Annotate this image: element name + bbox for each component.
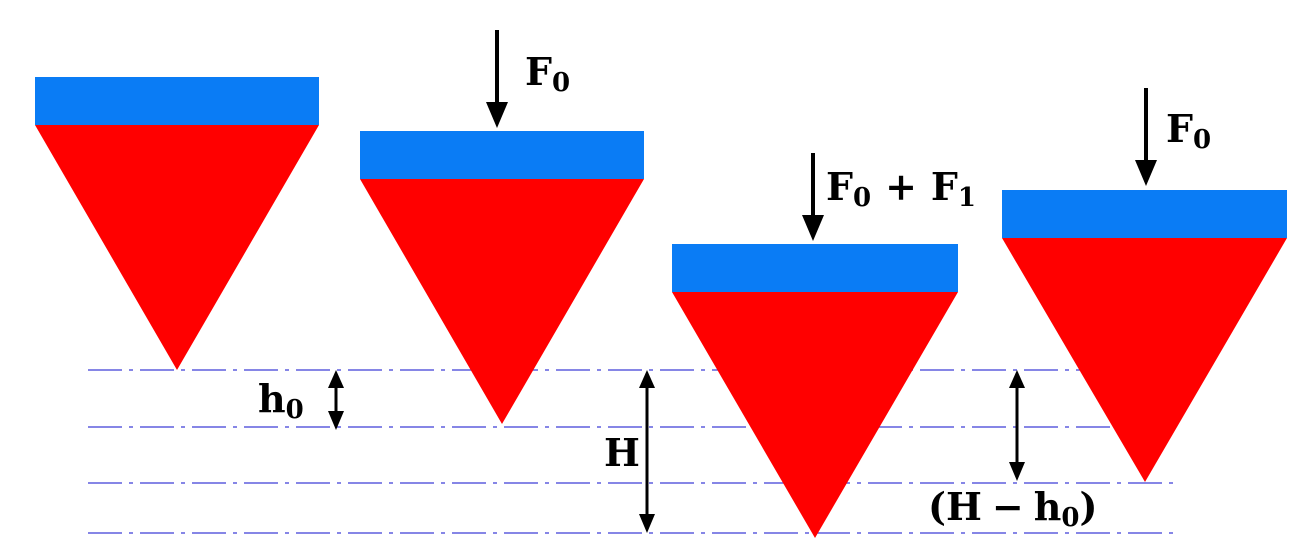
indenter-initial — [35, 77, 319, 370]
label-depth-h0: h0 — [258, 376, 304, 425]
indenter-cap — [1002, 190, 1287, 238]
indenter-cap — [672, 244, 958, 292]
indenter-cone — [1002, 238, 1287, 482]
label-depth-H-minus-h0: (H−h0) — [928, 484, 1097, 533]
dimension-H-minus-h0 — [1009, 370, 1025, 481]
indenter-cap — [360, 131, 644, 179]
dimension-arrows — [328, 370, 1025, 533]
label-force-F0-preload: F0 — [525, 49, 570, 98]
reference-lines — [88, 369, 1178, 534]
indenter-cone — [35, 125, 319, 370]
indenter-cap — [35, 77, 319, 125]
label-depth-H: H — [604, 430, 640, 475]
indenter-cone — [360, 179, 644, 424]
dimension-H — [639, 370, 655, 533]
force-arrows — [486, 30, 1157, 241]
indenter-unload — [1002, 190, 1287, 482]
force-arrow-1 — [486, 30, 508, 128]
force-arrow-3 — [1135, 88, 1157, 186]
label-force-F0-plus-F1: F0+F1 — [826, 164, 976, 213]
force-arrow-2 — [802, 153, 824, 241]
labels: F0 F0+F1 F0 h0 H (H−h0) — [258, 49, 1211, 533]
dimension-h0 — [328, 370, 344, 430]
indenter-cone — [672, 292, 958, 538]
indenter-preload — [360, 131, 644, 424]
indenter-total-load — [672, 244, 958, 538]
label-force-F0-unload: F0 — [1166, 106, 1211, 155]
